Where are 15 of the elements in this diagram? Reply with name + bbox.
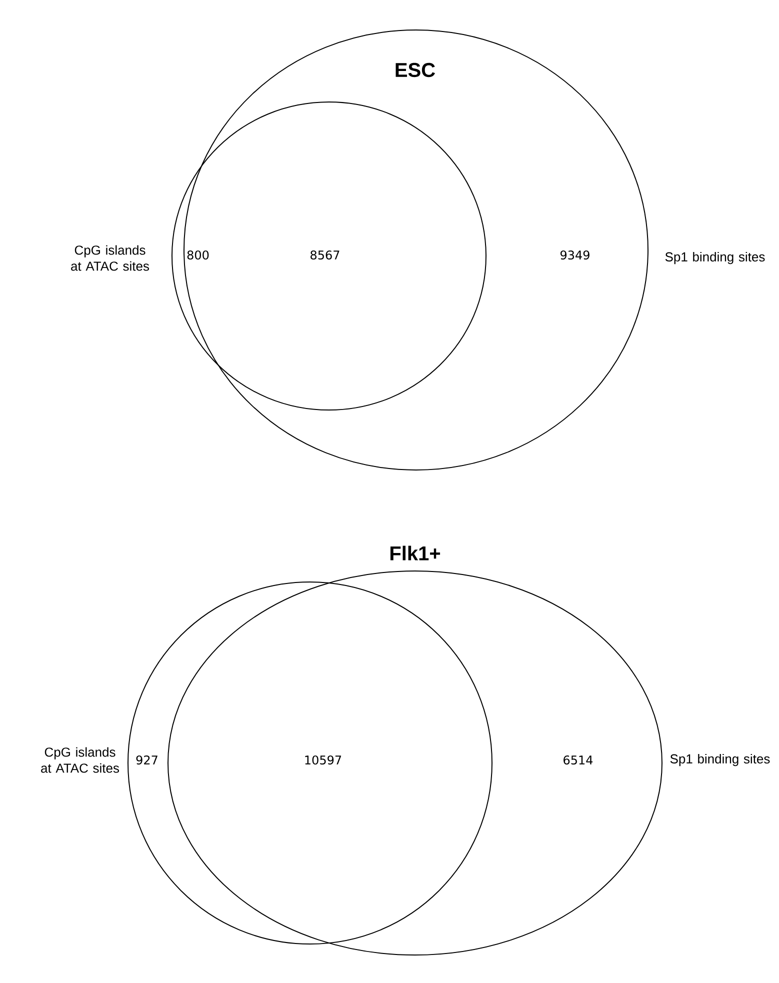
panel-title: ESC xyxy=(396,62,435,78)
count-number: 9349 xyxy=(560,250,590,260)
count-number: 10597 xyxy=(305,755,342,765)
set-label: CpG islands at ATAC sites xyxy=(71,245,150,271)
panel-title: Flk1+ xyxy=(390,546,440,560)
set-label: Sp1 binding sites xyxy=(665,252,765,264)
count-number: 927 xyxy=(136,755,158,765)
set-label: CpG islands at ATAC sites xyxy=(41,747,120,773)
venn-circle xyxy=(168,570,662,956)
count-number: 6514 xyxy=(564,755,593,765)
count-number: 8567 xyxy=(310,250,340,260)
count-number: 800 xyxy=(187,250,209,260)
set-label: Sp1 binding sites xyxy=(670,754,770,766)
venn-circle xyxy=(128,582,492,944)
venn-circle xyxy=(184,30,648,470)
